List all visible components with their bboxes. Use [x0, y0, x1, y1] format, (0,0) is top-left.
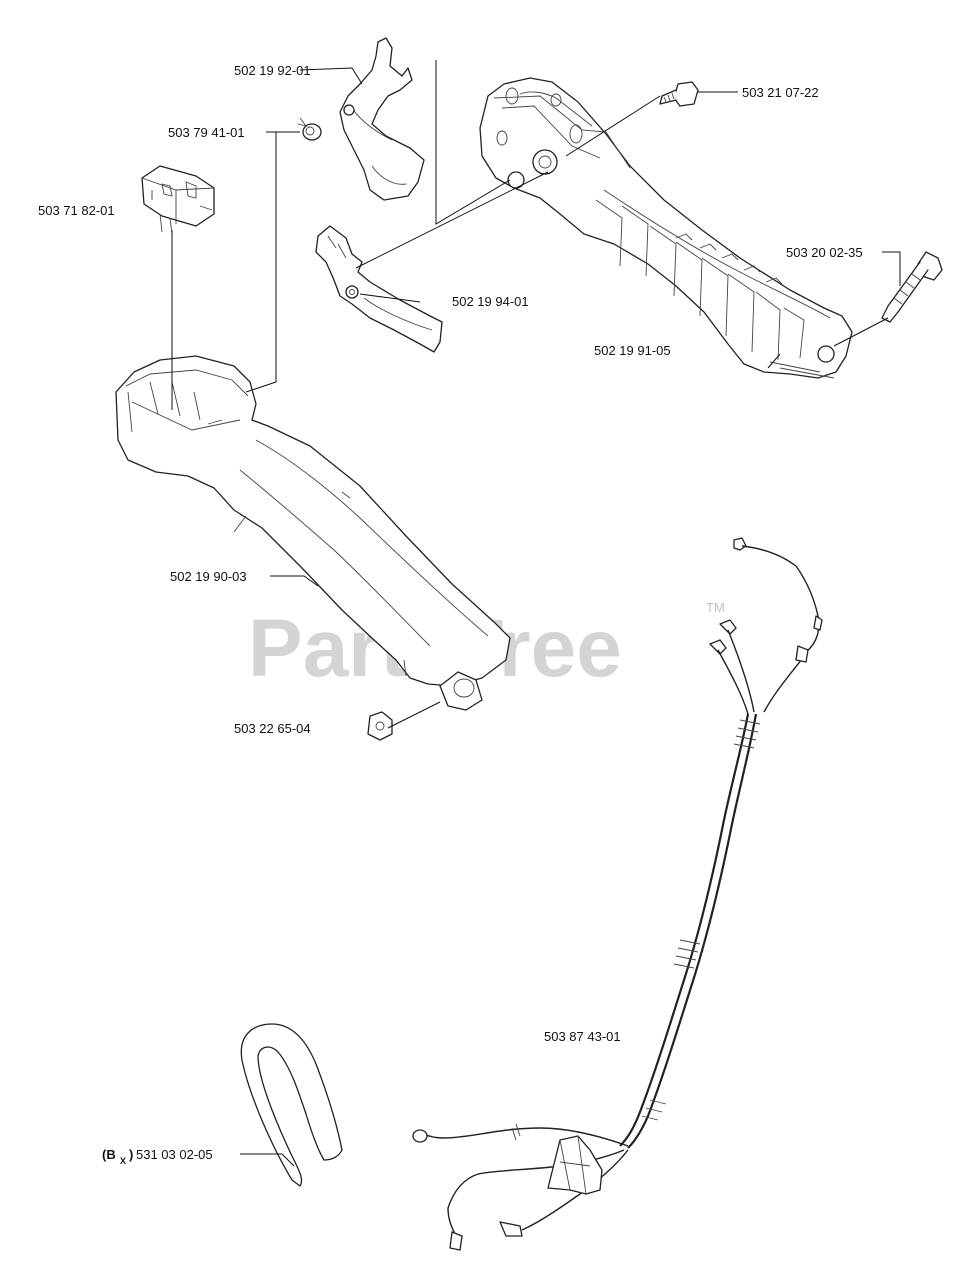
bushing-part — [297, 117, 322, 141]
part-label-nut: 503 22 65-04 — [234, 721, 311, 736]
switch-part — [141, 165, 215, 235]
leader-lines — [171, 60, 901, 1167]
part-label-lever: 502 19 94-01 — [452, 294, 529, 309]
screw-top-part — [659, 81, 699, 107]
part-label-wire-harness: 503 87 43-01 — [544, 1029, 621, 1044]
part-label-handle-half-left: 502 19 90-03 — [170, 569, 247, 584]
clip-prefix-open: (B — [102, 1147, 116, 1162]
clip-number: 531 03 02-05 — [136, 1147, 213, 1162]
part-label-bushing: 503 79 41-01 — [168, 125, 245, 140]
watermark-tm: TM — [706, 600, 725, 615]
part-label-screw-right: 503 20 02-35 — [786, 245, 863, 260]
trigger-part — [339, 37, 425, 201]
part-label-handle-half-right: 502 19 91-05 — [594, 343, 671, 358]
lever-part — [315, 225, 443, 353]
wire-harness-part — [412, 537, 823, 1251]
nut-part — [367, 711, 393, 741]
part-label-trigger: 502 19 92-01 — [234, 63, 311, 78]
handle-half-left-part — [115, 355, 511, 711]
part-label-switch: 503 71 82-01 — [38, 203, 115, 218]
screw-right-part — [881, 251, 943, 323]
part-label-screw-top: 503 21 07-22 — [742, 85, 819, 100]
handle-half-right-part — [479, 77, 853, 379]
part-labels: 502 19 92-01 503 79 41-01 503 71 82-01 5… — [38, 63, 863, 1166]
clip-prefix-sub: X — [120, 1156, 126, 1166]
clip-prefix-close: ) — [129, 1147, 133, 1162]
part-label-clip: (B X ) 531 03 02-05 — [102, 1147, 213, 1166]
clip-part — [240, 1023, 343, 1187]
